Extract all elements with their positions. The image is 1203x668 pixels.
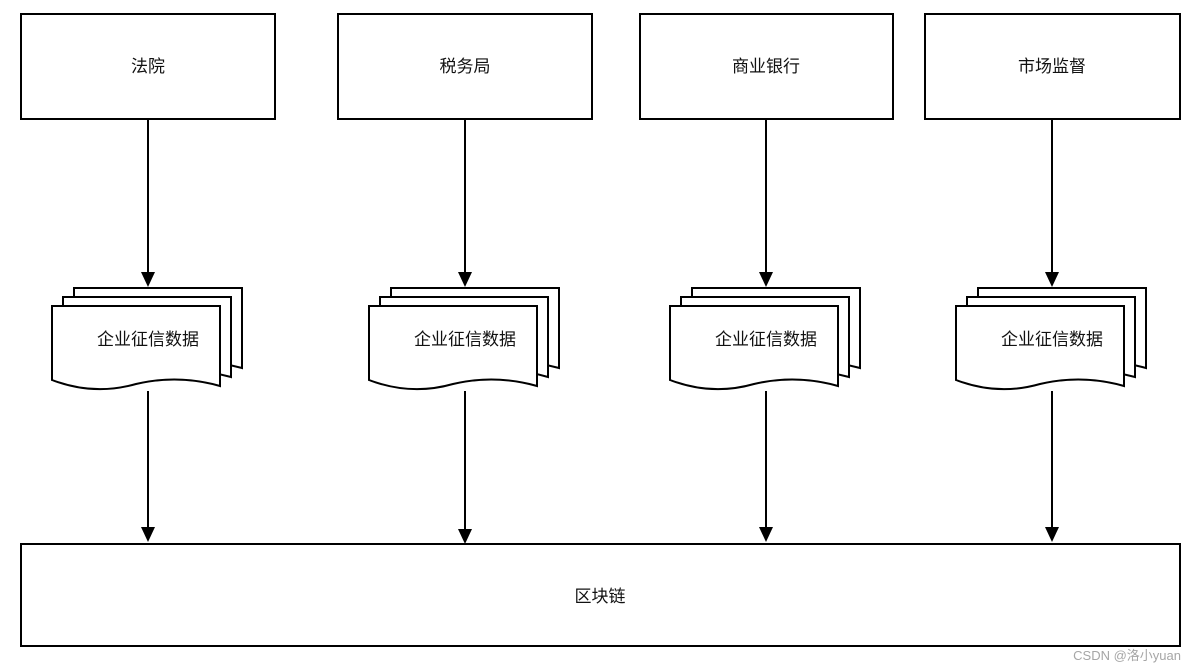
watermark-text: CSDN @洛小yuan xyxy=(1073,648,1181,663)
data-stack-commercial-bank: 企业征信数据 xyxy=(669,287,861,391)
data-label-court: 企业征信数据 xyxy=(97,330,199,350)
data-stack-tax-bureau: 企业征信数据 xyxy=(368,287,560,391)
arrow-market-supervision-data-to-blockchain xyxy=(1045,391,1059,542)
arrow-commercial-bank-data-to-blockchain xyxy=(759,391,773,542)
data-label-market-supervision: 企业征信数据 xyxy=(1001,330,1103,350)
arrow-court-data-to-blockchain xyxy=(141,391,155,542)
blockchain-label: 区块链 xyxy=(575,587,626,607)
arrow-market-supervision-to-data xyxy=(1045,119,1059,287)
arrow-court-to-data xyxy=(141,119,155,287)
source-node-market-supervision: 市场监督 xyxy=(924,13,1181,120)
data-stack-court: 企业征信数据 xyxy=(51,287,243,391)
source-label-commercial-bank: 商业银行 xyxy=(732,57,800,77)
data-label-tax-bureau: 企业征信数据 xyxy=(414,330,516,350)
source-node-tax-bureau: 税务局 xyxy=(337,13,593,120)
source-label-market-supervision: 市场监督 xyxy=(1018,57,1086,77)
data-label-commercial-bank: 企业征信数据 xyxy=(715,330,817,350)
source-node-commercial-bank: 商业银行 xyxy=(639,13,894,120)
arrow-tax-bureau-to-data xyxy=(458,119,472,287)
source-node-court: 法院 xyxy=(20,13,276,120)
source-label-court: 法院 xyxy=(131,57,165,77)
blockchain-node: 区块链 xyxy=(20,543,1181,647)
source-label-tax-bureau: 税务局 xyxy=(440,57,491,77)
data-stack-market-supervision: 企业征信数据 xyxy=(955,287,1147,391)
arrow-tax-bureau-data-to-blockchain xyxy=(458,391,472,544)
arrow-commercial-bank-to-data xyxy=(759,119,773,287)
